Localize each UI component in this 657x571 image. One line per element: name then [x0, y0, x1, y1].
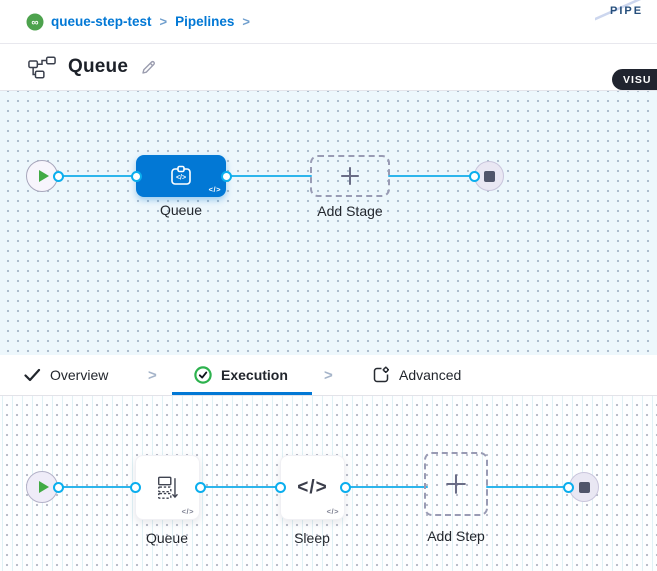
tab-label: Execution — [221, 367, 288, 383]
step-label: Queue — [145, 530, 189, 546]
pipeline-flowchart-icon — [28, 55, 56, 79]
svg-text:∞: ∞ — [31, 17, 38, 28]
tab-label: Advanced — [399, 367, 462, 383]
connector-edge — [198, 486, 282, 488]
connector-port — [468, 170, 480, 182]
queue-step-icon — [157, 476, 178, 499]
code-template-badge: </> — [208, 185, 221, 194]
breadcrumb-project-link[interactable]: queue-step-test — [51, 14, 152, 29]
plus-icon — [446, 474, 466, 494]
pipeline-studio-ribbon: PIPE — [592, 0, 657, 30]
play-icon — [38, 170, 49, 182]
chevron-right-icon: > — [159, 14, 168, 29]
chevron-right-icon: > — [324, 366, 333, 384]
edit-pencil-icon[interactable] — [140, 59, 157, 76]
breadcrumb: ∞ queue-step-test > Pipelines > — [0, 0, 657, 44]
code-template-badge: </> — [181, 507, 194, 516]
play-icon — [38, 481, 49, 493]
add-step-button[interactable] — [424, 452, 488, 516]
stage-config-tabs: Overview > Execution > Advanced — [0, 355, 657, 396]
add-stage-label: Add Stage — [317, 203, 383, 219]
add-stage-button[interactable] — [310, 155, 390, 197]
ribbon-edge — [592, 0, 642, 22]
chevron-right-icon: > — [242, 14, 250, 29]
svg-text:</>: </> — [176, 175, 186, 182]
connector-port — [129, 481, 141, 493]
success-check-icon — [194, 366, 212, 384]
breadcrumb-pipelines-link[interactable]: Pipelines — [175, 14, 235, 29]
connector-port — [52, 481, 64, 493]
tab-advanced[interactable]: Advanced — [372, 355, 461, 395]
code-template-badge: </> — [326, 507, 339, 516]
stage-node-queue[interactable]: </> </> — [136, 155, 226, 197]
connector-port — [562, 481, 574, 493]
connector-port — [339, 481, 351, 493]
custom-stage-icon: </> — [171, 165, 191, 185]
connector-port — [52, 170, 64, 182]
step-node-queue[interactable]: </> — [135, 455, 200, 520]
step-label: Sleep — [294, 530, 330, 546]
stop-icon — [483, 170, 495, 182]
execution-canvas[interactable]: </> Queue </> </> Sleep Add Step — [0, 396, 657, 571]
ribbon-label: PIPE — [610, 5, 644, 17]
add-step-label: Add Step — [427, 528, 485, 544]
harness-logo-icon[interactable]: ∞ — [26, 13, 44, 31]
active-tab-indicator — [172, 392, 312, 395]
connector-port — [274, 481, 286, 493]
check-icon — [24, 368, 41, 382]
connector-edge — [343, 486, 428, 488]
step-node-sleep[interactable]: </> </> — [280, 455, 345, 520]
connector-edge — [388, 175, 480, 177]
connector-port — [130, 170, 142, 182]
tab-execution[interactable]: Execution — [194, 355, 288, 395]
connector-edge — [222, 175, 312, 177]
connector-port — [194, 481, 206, 493]
stop-icon — [578, 481, 590, 493]
tab-label: Overview — [50, 367, 109, 383]
execution-end-node — [569, 472, 599, 502]
stage-canvas[interactable]: </> </> Queue Add Stage — [0, 91, 657, 355]
pipeline-title: Queue — [68, 56, 129, 77]
pipeline-header: Queue VISU — [0, 44, 657, 91]
connector-edge — [486, 486, 572, 488]
tab-overview[interactable]: Overview — [24, 355, 108, 395]
chevron-right-icon: > — [148, 366, 157, 384]
connector-edge — [42, 175, 140, 177]
connector-port — [220, 170, 232, 182]
plus-icon — [341, 167, 359, 185]
advanced-gear-icon — [373, 366, 389, 383]
visual-yaml-toggle[interactable]: VISU — [612, 69, 657, 90]
code-step-icon: </> — [297, 476, 328, 498]
connector-edge — [42, 486, 137, 488]
stage-label: Queue — [159, 202, 203, 218]
